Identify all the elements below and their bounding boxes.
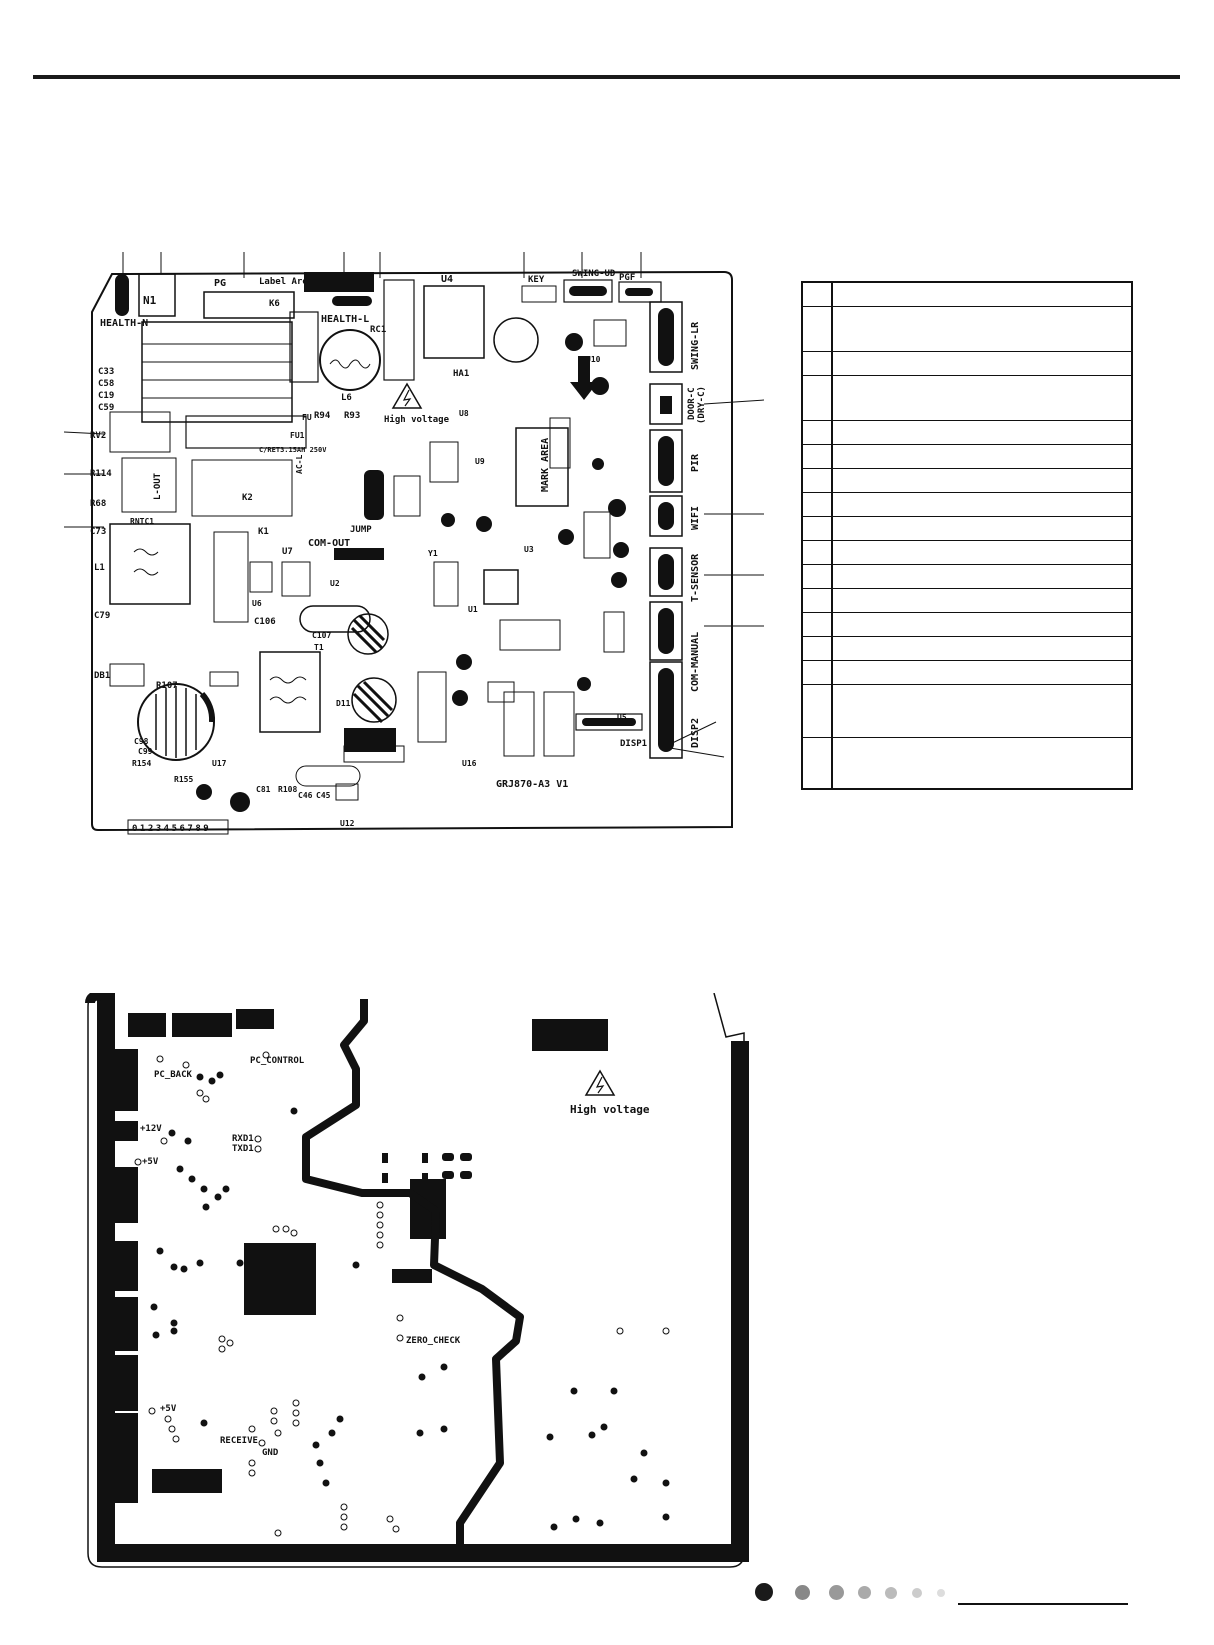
label-digits: 0123456789 <box>132 824 211 834</box>
label-mark-area: MARK AREA <box>540 438 551 492</box>
page-dot <box>795 1585 810 1600</box>
label-u1: U1 <box>468 605 478 614</box>
label-c33: C33 <box>98 367 114 377</box>
pcb-top-diagram: N1 HEALTH-N PG Label Area K6 HEALTH-L C3… <box>64 252 764 835</box>
label-pc-control: PC_CONTROL <box>250 1056 305 1066</box>
label-c106: C106 <box>254 617 276 627</box>
label-fuse-rating: C/RET3.15AH 250V <box>259 446 327 454</box>
label-pg: PG <box>214 278 226 289</box>
label-pgf: PGF <box>619 273 635 283</box>
label-r93: R93 <box>344 411 360 421</box>
label-c58: C58 <box>98 379 114 389</box>
label-l6: L6 <box>341 393 352 403</box>
label-t-sensor: T-SENSOR <box>690 553 701 602</box>
label-gnd: GND <box>262 1448 279 1458</box>
label-r108: R108 <box>278 785 297 794</box>
label-r154: R154 <box>132 759 151 768</box>
label-k1: K1 <box>258 527 269 537</box>
label-r68: R68 <box>90 499 106 509</box>
label-db1: DB1 <box>94 671 110 681</box>
label-health-l: HEALTH-L <box>321 314 369 325</box>
label-l-out: L-OUT <box>153 472 163 500</box>
label-u2: U2 <box>330 579 340 588</box>
page-dot <box>912 1588 922 1598</box>
label-rc1: RC1 <box>370 325 386 335</box>
page-dot <box>885 1587 897 1599</box>
label-u4: U4 <box>441 274 453 285</box>
label-r155: R155 <box>174 775 193 784</box>
label-swing-ud: SWING-UD <box>572 269 616 279</box>
label-jump: JUMP <box>350 525 372 535</box>
label-fu: FU <box>302 413 312 422</box>
label-u9: U9 <box>475 457 485 466</box>
legend-table <box>801 281 1133 790</box>
label-swing-lr: SWING-LR <box>690 321 701 370</box>
label-label-area: Label Area <box>259 277 313 287</box>
header-rule <box>33 75 1180 79</box>
label-rxd1: RXD1 <box>232 1134 254 1144</box>
label-u6: U6 <box>252 599 262 608</box>
label-u16: U16 <box>462 759 477 768</box>
label-c19: C19 <box>98 391 114 401</box>
label-k2: K2 <box>242 493 253 503</box>
label-r94: R94 <box>314 411 331 421</box>
page-dot <box>755 1583 773 1601</box>
label-high-voltage-bottom: High voltage <box>570 1103 650 1116</box>
label-c45: C45 <box>316 791 331 800</box>
label-u8: U8 <box>459 409 469 418</box>
label-receive: RECEIVE <box>220 1436 258 1446</box>
label-c99: C99 <box>138 747 153 756</box>
label-wifi: WIFI <box>690 506 701 530</box>
page-dot <box>858 1586 871 1599</box>
label-u12: U12 <box>340 819 355 828</box>
label-key: KEY <box>528 275 545 285</box>
label-c107: C107 <box>312 631 331 640</box>
pcb-bottom-diagram: High voltage PC_BACK PC_CONTROL +12V +5V… <box>85 993 749 1568</box>
label-ac-l: AC-L <box>295 455 304 474</box>
label-k6: K6 <box>269 299 280 309</box>
label-r114: R114 <box>90 469 112 479</box>
label-y1: Y1 <box>428 549 438 558</box>
label-t1: T1 <box>314 643 324 652</box>
label-c46: C46 <box>298 791 313 800</box>
page-dot <box>829 1585 844 1600</box>
label-rntc1: RNTC1 <box>130 517 154 526</box>
label-plus5v-bottom: +5V <box>160 1404 177 1414</box>
label-fu1: FU1 <box>290 431 305 440</box>
label-c98: C98 <box>134 737 149 746</box>
label-n1: N1 <box>143 294 157 307</box>
label-txd1: TXD1 <box>232 1144 254 1154</box>
label-c73: C73 <box>90 527 106 537</box>
label-plus12v: +12V <box>140 1124 162 1134</box>
label-u5: U5 <box>617 713 627 722</box>
label-pc-back: PC_BACK <box>154 1070 193 1080</box>
label-l1: L1 <box>94 563 105 573</box>
label-u10: U10 <box>586 355 601 364</box>
label-ha1: HA1 <box>453 369 469 379</box>
label-com-manual: COM-MANUAL <box>690 632 701 692</box>
label-u7: U7 <box>282 547 293 557</box>
label-rv2: RV2 <box>90 431 106 441</box>
label-zero-check: ZERO_CHECK <box>406 1336 461 1346</box>
label-door-c: DOOR-C <box>687 387 697 420</box>
label-disp2: DISP2 <box>690 718 701 748</box>
label-d11: D11 <box>336 699 351 708</box>
label-model: GRJ870-A3 V1 <box>496 779 568 790</box>
label-c59: C59 <box>98 403 114 413</box>
label-u17: U17 <box>212 759 227 768</box>
label-com-out: COM-OUT <box>308 538 350 549</box>
label-c81: C81 <box>256 785 271 794</box>
label-dry-c: (DRY-C) <box>697 386 707 424</box>
label-u3-label: U3 <box>524 545 534 554</box>
label-pir: PIR <box>690 453 701 472</box>
label-plus5v: +5V <box>142 1157 159 1167</box>
label-health-n: HEALTH-N <box>100 318 148 329</box>
label-high-voltage-top: High voltage <box>384 414 450 425</box>
page-dot <box>937 1589 945 1597</box>
footer-rule <box>958 1603 1128 1605</box>
label-disp1: DISP1 <box>620 739 647 749</box>
label-c79: C79 <box>94 611 110 621</box>
